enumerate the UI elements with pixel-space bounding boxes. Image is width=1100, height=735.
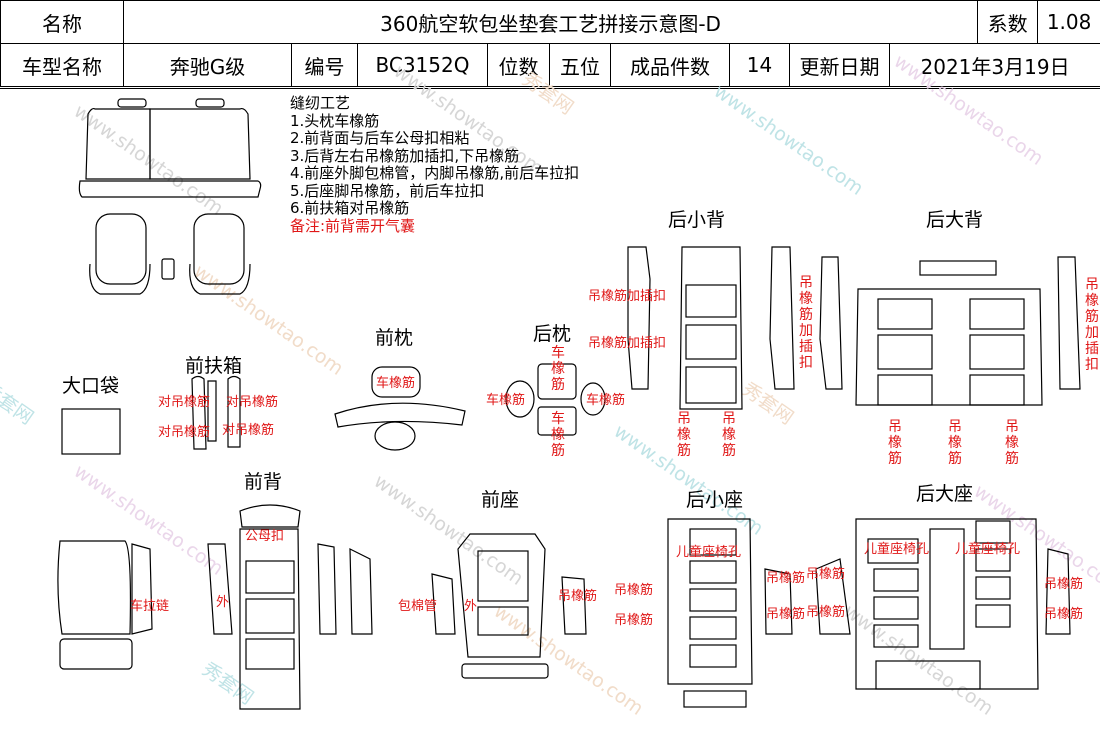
annotation-rear-headrest: 车橡筋 (586, 393, 625, 409)
annotation-rear-headrest: 车橡筋 (486, 393, 525, 409)
update-date-label: 更新日期 (790, 44, 890, 87)
annotation-rear-big-seat: 吊橡筋 (1044, 577, 1083, 593)
big-bag-piece (62, 409, 120, 454)
notes-title: 缝纫工艺 (290, 95, 579, 113)
note-item: 2.前背面与后车公母扣相粘 (290, 130, 579, 148)
section-front-seat: 前座 (481, 485, 519, 512)
note-item: 3.后背左右吊橡筋加插扣,下吊橡筋 (290, 148, 579, 166)
rear-big-back-pieces (820, 257, 1080, 405)
front-seat-pieces (432, 534, 586, 678)
section-rear-headrest: 后枕 (533, 319, 571, 346)
diagram-title: 360航空软包坐垫套工艺拼接示意图-D (124, 1, 978, 44)
annotation-rear-big-back: 吊橡筋 (947, 419, 963, 467)
header-table: 名称 360航空软包坐垫套工艺拼接示意图-D 系数 1.08 车型名称 奔驰G级… (0, 0, 1100, 88)
notes-remark: 备注:前背需开气囊 (290, 218, 579, 236)
section-front-armrest: 前扶箱 (185, 351, 242, 378)
update-date-value: 2021年3月19日 (890, 44, 1100, 87)
pieces-value: 14 (730, 44, 790, 87)
note-item: 5.后座脚吊橡筋，前后车拉扣 (290, 183, 579, 201)
annotation-rear-small-seat: 吊橡筋 (806, 605, 845, 621)
section-front-back: 前背 (244, 467, 282, 494)
note-item: 1.头枕车橡筋 (290, 113, 579, 131)
seat-overview-drawing (79, 99, 260, 294)
annotation-front-seat: 外 (464, 599, 477, 615)
annotation-rear-small-back: 吊橡筋 (721, 411, 737, 459)
car-model-value: 奔驰G级 (124, 44, 292, 87)
annotation-rear-small-back: 吊橡筋 (676, 411, 692, 459)
sewing-notes: 缝纫工艺 1.头枕车橡筋 2.前背面与后车公母扣相粘 3.后背左右吊橡筋加插扣,… (290, 95, 579, 235)
annotation-front-seat: 吊橡筋 (558, 589, 597, 605)
annotation-rear-big-back: 吊橡筋 (887, 419, 903, 467)
annotation-front-seat: 包棉管 (398, 599, 437, 615)
note-item: 4.前座外脚包棉管，内脚吊橡筋,前后车拉扣 (290, 165, 579, 183)
annotation-rear-big-back: 吊橡筋 (1004, 419, 1020, 467)
annotation-rear-big-seat: 儿童座椅孔 (955, 542, 1020, 558)
note-item: 6.前扶箱对吊橡筋 (290, 200, 579, 218)
coef-value: 1.08 (1038, 1, 1100, 44)
section-rear-big-seat: 后大座 (916, 479, 973, 506)
annotation-rear-headrest: 车橡筋 (550, 345, 566, 393)
front-back-pieces (58, 505, 372, 709)
annotation-front-back: 外 (216, 595, 229, 611)
annotation-armrest: 对吊橡筋 (158, 425, 210, 441)
section-big-bag: 大口袋 (62, 371, 119, 398)
section-rear-big-back: 后大背 (926, 205, 983, 232)
section-rear-small-seat: 后小座 (686, 485, 743, 512)
annotation-front-headrest: 车橡筋 (376, 376, 415, 392)
annotation-armrest: 对吊橡筋 (222, 423, 274, 439)
section-front-headrest: 前枕 (375, 323, 413, 350)
coef-label: 系数 (978, 1, 1038, 44)
pieces-label: 成品件数 (611, 44, 730, 87)
code-value: BC3152Q (358, 44, 488, 87)
annotation-rear-small-seat: 吊橡筋 (614, 583, 653, 599)
annotation-front-back: 公母扣 (245, 529, 284, 545)
annotation-armrest: 对吊橡筋 (226, 395, 278, 411)
code-label: 编号 (292, 44, 358, 87)
rear-small-back-pieces (628, 247, 794, 409)
annotation-rear-small-seat: 吊橡筋 (766, 571, 805, 587)
annotation-rear-big-back: 吊橡筋加插扣 (1084, 277, 1100, 374)
annotation-front-back: 车拉链 (130, 599, 169, 615)
pattern-diagram: www.showtao.com 秀套网 www.showtao.com www.… (0, 88, 1100, 734)
annotation-rear-small-seat: 吊橡筋 (806, 567, 845, 583)
seats-value: 五位 (550, 44, 611, 87)
annotation-armrest: 对吊橡筋 (158, 395, 210, 411)
section-rear-small-back: 后小背 (668, 205, 725, 232)
annotation-rear-small-back: 吊橡筋加插扣 (588, 336, 666, 352)
annotation-rear-big-seat: 吊橡筋 (1044, 607, 1083, 623)
annotation-rear-headrest: 车橡筋 (550, 411, 566, 459)
annotation-rear-small-back: 吊橡筋加插扣 (588, 289, 666, 305)
annotation-rear-big-back: 吊橡筋加插扣 (798, 275, 814, 372)
annotation-rear-small-seat: 吊橡筋 (614, 613, 653, 629)
annotation-rear-small-seat: 吊橡筋 (766, 607, 805, 623)
seats-label: 位数 (488, 44, 550, 87)
car-model-label: 车型名称 (1, 44, 124, 87)
annotation-rear-big-seat: 儿童座椅孔 (864, 542, 929, 558)
name-label: 名称 (1, 1, 124, 44)
annotation-rear-small-seat: 儿童座椅孔 (676, 545, 741, 561)
